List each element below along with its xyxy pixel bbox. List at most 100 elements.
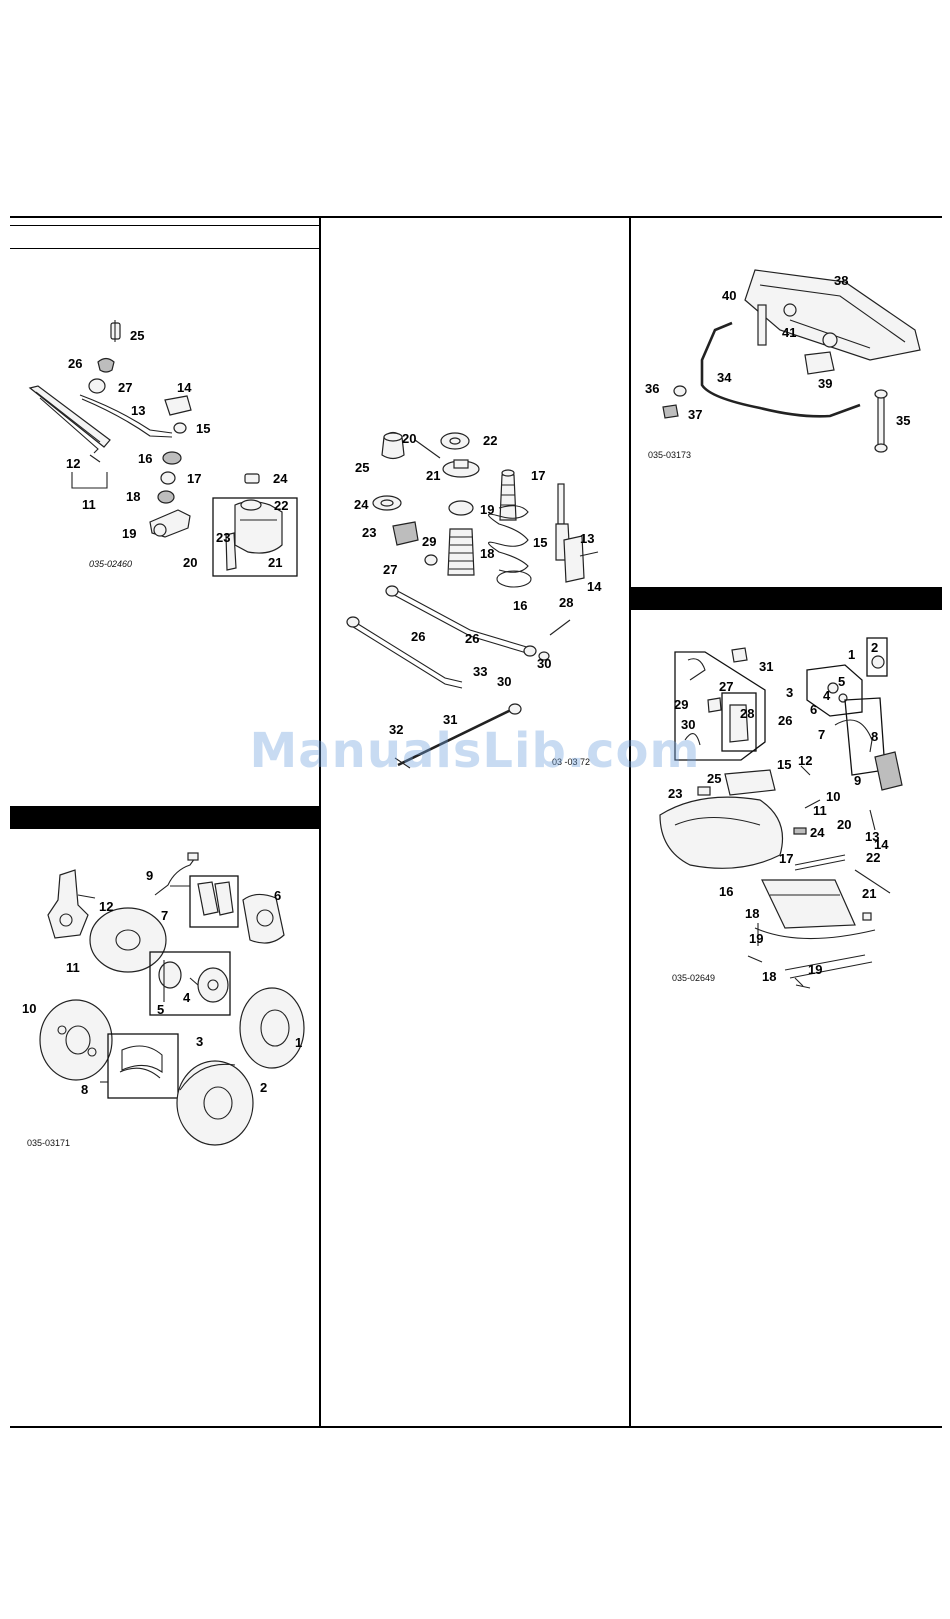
callout-label: 30 [537, 656, 552, 671]
callout-label: 19 [480, 502, 495, 517]
figure-code: 03 -03 72 [552, 757, 591, 767]
header-rule-2 [10, 248, 319, 249]
callout-label: 30 [681, 717, 696, 732]
callout-label: 20 [183, 555, 198, 570]
callout-label: 26 [778, 713, 793, 728]
callout-label: 23 [668, 786, 683, 801]
callout-label: 20 [402, 431, 417, 446]
callout-label: 29 [674, 697, 689, 712]
callout-label: 27 [719, 679, 734, 694]
callout-label: 25 [130, 328, 145, 343]
column-divider-left [319, 216, 321, 1428]
rear-suspension-drawing [346, 431, 599, 769]
callout-label: 26 [465, 631, 480, 646]
callout-label: 13 [865, 829, 880, 844]
callout-label: 1 [848, 647, 856, 662]
callout-label: 40 [722, 288, 737, 303]
callout-label: 2 [260, 1080, 268, 1095]
callout-label: 31 [443, 712, 458, 727]
callout-label: 28 [740, 706, 755, 721]
callout-label: 32 [389, 722, 404, 737]
callout-label: 14 [177, 380, 192, 395]
callout-label: 20 [837, 817, 852, 832]
figure-code: 035-03173 [648, 450, 692, 460]
callout-label: 12 [66, 456, 81, 471]
callout-label: 12 [798, 753, 813, 768]
callout-label: 18 [126, 489, 141, 504]
callout-label: 8 [871, 729, 879, 744]
callout-label: 19 [749, 931, 764, 946]
callout-label: 26 [411, 629, 426, 644]
crossmember-drawing [662, 269, 921, 453]
callout-label: 24 [354, 497, 369, 512]
callout-label: 23 [216, 530, 231, 545]
callout-label: 27 [118, 380, 133, 395]
callout-label: 24 [810, 825, 825, 840]
callout-label: 14 [874, 837, 889, 852]
figure-code: 035-02649 [672, 973, 716, 983]
callout-label: 16 [719, 884, 734, 899]
header-rule-1 [10, 225, 319, 226]
callout-label: 12 [99, 899, 114, 914]
callout-label: 18 [762, 969, 777, 984]
callout-label: 9 [146, 868, 154, 883]
callout-label: 26 [68, 356, 83, 371]
callout-label: 28 [559, 595, 574, 610]
section-header-bar-left [10, 806, 319, 829]
callout-label: 16 [138, 451, 153, 466]
callout-label: 29 [422, 534, 437, 549]
callout-label: 5 [838, 674, 846, 689]
callout-label: 24 [273, 471, 288, 486]
callout-label: 16 [513, 598, 528, 613]
callout-label: 25 [355, 460, 370, 475]
callout-label: 22 [483, 433, 498, 448]
callout-label: 18 [480, 546, 495, 561]
section-header-bar-right [631, 587, 942, 610]
callout-label: 13 [131, 403, 146, 418]
callout-label: 3 [786, 685, 794, 700]
callout-label: 19 [122, 526, 137, 541]
callout-label: 15 [533, 535, 548, 550]
callout-label: 35 [896, 413, 911, 428]
top-border-line [10, 216, 942, 218]
callout-label: 25 [707, 771, 722, 786]
callout-label: 33 [473, 664, 488, 679]
callout-label: 2 [871, 640, 879, 655]
callout-label: 37 [688, 407, 703, 422]
callout-label: 36 [645, 381, 660, 396]
callout-label: 13 [580, 531, 595, 546]
callout-label: 10 [826, 789, 841, 804]
wiper-assembly-drawing [28, 320, 298, 577]
callout-label: 17 [187, 471, 202, 486]
callout-label: 4 [183, 990, 191, 1005]
callout-label: 18 [745, 906, 760, 921]
callout-label: 19 [808, 962, 823, 977]
figure-code: 035-03171 [27, 1138, 71, 1148]
callout-label: 38 [834, 273, 849, 288]
callout-label: 5 [157, 1002, 165, 1017]
callout-label: 17 [779, 851, 794, 866]
callout-label: 11 [82, 497, 96, 512]
bottom-border-line [10, 1426, 942, 1428]
callout-label: 22 [866, 850, 881, 865]
callout-label: 23 [362, 525, 377, 540]
figure-code: 035-02460 [89, 559, 133, 569]
callout-label: 27 [383, 562, 398, 577]
callout-label: 21 [268, 555, 283, 570]
callout-label: 6 [274, 888, 282, 903]
callout-label: 8 [81, 1082, 89, 1097]
callout-label: 34 [717, 370, 732, 385]
leader-lines [71, 439, 804, 1083]
callout-label: 11 [66, 960, 80, 975]
callout-label: 22 [274, 498, 289, 513]
fuel-tank-drawing [659, 637, 903, 989]
callout-label: 21 [426, 468, 441, 483]
callout-label: 7 [161, 908, 169, 923]
rear-brake-drawing [39, 852, 305, 1146]
callout-label: 3 [196, 1034, 204, 1049]
callout-label: 4 [823, 688, 831, 703]
callout-label: 9 [854, 773, 862, 788]
callout-label: 15 [777, 757, 792, 772]
callout-label: 30 [497, 674, 512, 689]
